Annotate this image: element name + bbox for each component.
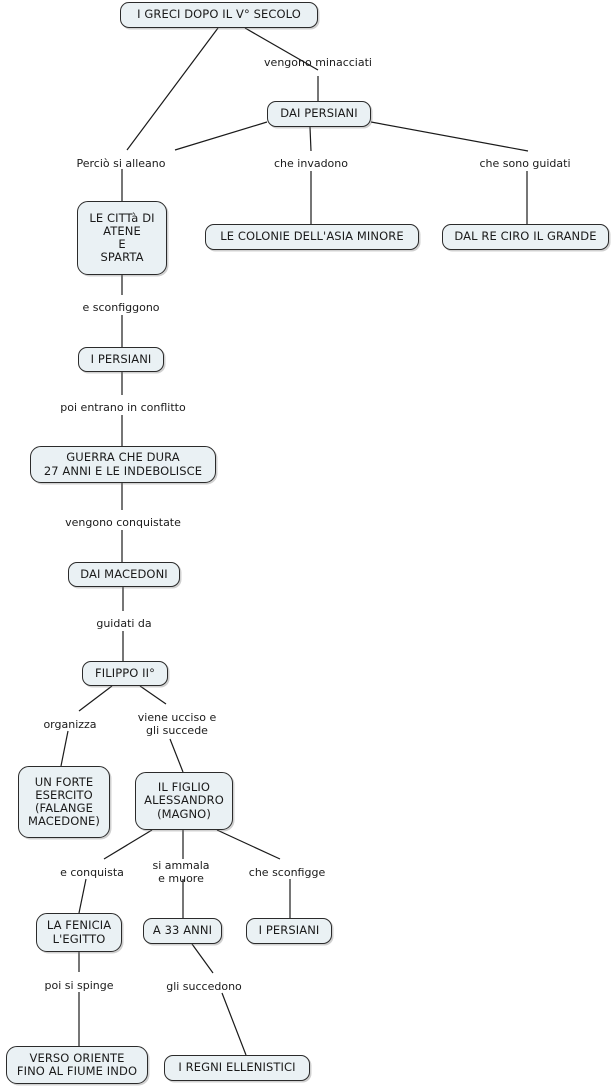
edge-alessandro-to-alessandrob <box>169 738 184 773</box>
edge-label-l9: organizza <box>43 718 97 731</box>
edge-filippo-to-esercito2 <box>60 730 69 767</box>
node-persiani2[interactable]: I PERSIANI <box>78 347 164 372</box>
edge-label-l4: che sono guidati <box>479 157 571 170</box>
edge-alessandro-to-fenicia <box>103 829 153 860</box>
edge-label-l8: guidati da <box>96 617 152 630</box>
node-citta[interactable]: LE CITTà DI ATENE E SPARTA <box>77 201 167 275</box>
node-guerra[interactable]: GUERRA CHE DURA 27 ANNI E LE INDEBOLISCE <box>30 446 216 483</box>
edge-label-l5: e sconfiggono <box>82 301 160 314</box>
node-filippo[interactable]: FILIPPO II° <box>82 661 168 686</box>
edge-persiani1-to-citta <box>174 121 268 151</box>
node-persiani3[interactable]: I PERSIANI <box>246 918 332 944</box>
node-esercito[interactable]: UN FORTE ESERCITO (FALANGE MACEDONE) <box>18 766 110 838</box>
node-anni[interactable]: A 33 ANNI <box>143 918 222 944</box>
edge-persiani1-to-ciro <box>370 121 529 152</box>
edge-anni-to-regni <box>191 943 214 974</box>
edge-greci-to-citta <box>126 27 219 151</box>
edge-label-l1: vengono minacciati <box>264 56 372 69</box>
edge-persiani1-to-colonie <box>309 126 312 152</box>
edge-label-l13: che sconfigge <box>248 866 326 879</box>
node-regni[interactable]: I REGNI ELLENISTICI <box>164 1055 310 1081</box>
node-greci[interactable]: I GRECI DOPO IL V° SECOLO <box>120 2 318 28</box>
node-alessandro[interactable]: IL FIGLIO ALESSANDRO (MAGNO) <box>135 772 233 830</box>
node-oriente[interactable]: VERSO ORIENTE FINO AL FIUME INDO <box>6 1046 148 1084</box>
node-persiani1[interactable]: DAI PERSIANI <box>267 101 371 127</box>
edge-anni-to-regni2 <box>221 992 247 1056</box>
edge-alessandro-to-fenicia2 <box>78 878 87 914</box>
edge-label-l7: vengono conquistate <box>65 516 181 529</box>
node-colonie[interactable]: LE COLONIE DELL'ASIA MINORE <box>205 224 419 250</box>
edge-filippo-to-esercito <box>78 685 113 712</box>
edge-label-l15: gli succedono <box>166 980 242 993</box>
edge-label-l12: si ammala e muore <box>152 859 210 885</box>
edge-label-l10: viene ucciso e gli succede <box>137 711 217 737</box>
node-ciro[interactable]: DAL RE CIRO IL GRANDE <box>442 224 609 250</box>
node-fenicia[interactable]: LA FENICIA L'EGITTO <box>36 913 122 952</box>
edge-label-l14: poi si spinge <box>44 979 114 992</box>
edge-label-l2: Perciò si alleano <box>76 157 166 170</box>
edge-label-l6: poi entrano in conflitto <box>60 401 186 414</box>
edge-alessandro-to-persiani3 <box>216 829 281 860</box>
node-macedoni[interactable]: DAI MACEDONI <box>68 562 180 587</box>
edge-label-l3: che invadono <box>274 157 348 170</box>
edge-filippo-to-alessandro <box>139 685 167 705</box>
edge-label-l11: e conquista <box>60 866 124 879</box>
